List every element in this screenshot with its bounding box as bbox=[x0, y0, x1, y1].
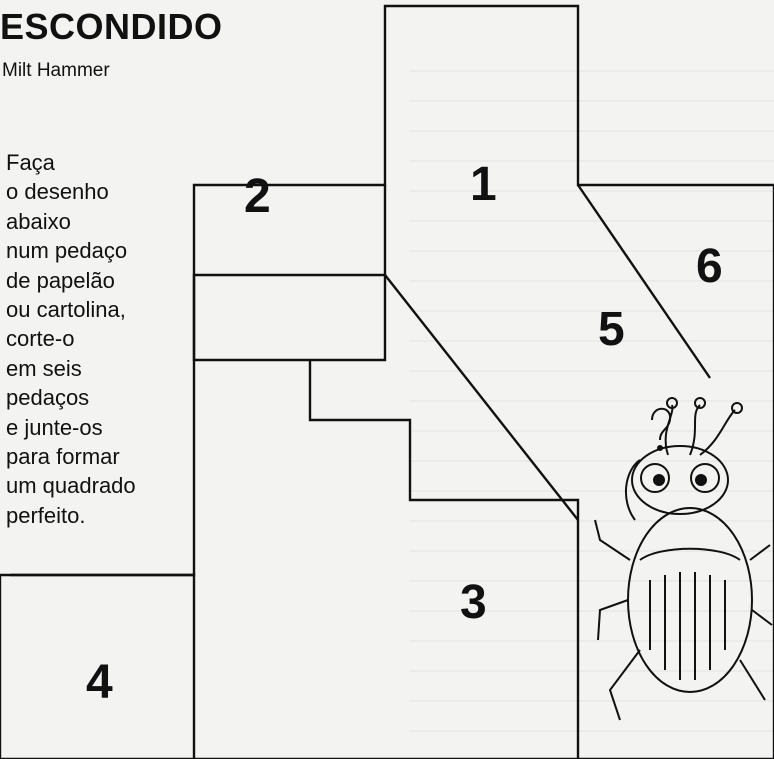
piece-number-5: 5 bbox=[598, 303, 625, 356]
instruction-line: num pedaço bbox=[6, 238, 128, 264]
page-title: ESCONDIDO bbox=[0, 6, 223, 47]
instruction-line: e junte-os bbox=[6, 414, 103, 440]
instruction-line: o desenho bbox=[6, 179, 109, 205]
piece-2-step bbox=[308, 360, 540, 502]
instruction-line: pedaços bbox=[6, 385, 90, 411]
instruction-line: corte-o bbox=[6, 326, 75, 352]
instruction-line: um quadrado bbox=[6, 473, 136, 499]
figure-outline bbox=[0, 4, 774, 759]
step-to-cut bbox=[540, 498, 580, 520]
diagonal-cut-upper bbox=[577, 184, 711, 379]
instruction-line: em seis bbox=[6, 355, 82, 381]
piece-number-4: 4 bbox=[86, 656, 113, 709]
instruction-line: perfeito. bbox=[6, 502, 86, 528]
piece-number-1: 1 bbox=[470, 158, 497, 211]
piece-2-outline bbox=[192, 273, 387, 362]
author-name: Milt Hammer bbox=[2, 60, 110, 81]
diagonal-cut-lower bbox=[384, 274, 579, 521]
instruction-line: abaixo bbox=[6, 208, 71, 234]
bug-illustration bbox=[594, 397, 773, 721]
piece-4-outline bbox=[10, 573, 196, 759]
instruction-line: para formar bbox=[6, 444, 120, 470]
instruction-line: ou cartolina, bbox=[6, 297, 126, 323]
instruction-line: de papelão bbox=[6, 267, 115, 293]
piece-number-2: 2 bbox=[244, 170, 271, 223]
instruction-line: Faça bbox=[6, 150, 55, 175]
instructions-text: Faça o desenho abaixo num pedaço de pape… bbox=[6, 148, 196, 530]
piece-number-6: 6 bbox=[696, 240, 723, 293]
piece-number-3: 3 bbox=[460, 576, 487, 629]
